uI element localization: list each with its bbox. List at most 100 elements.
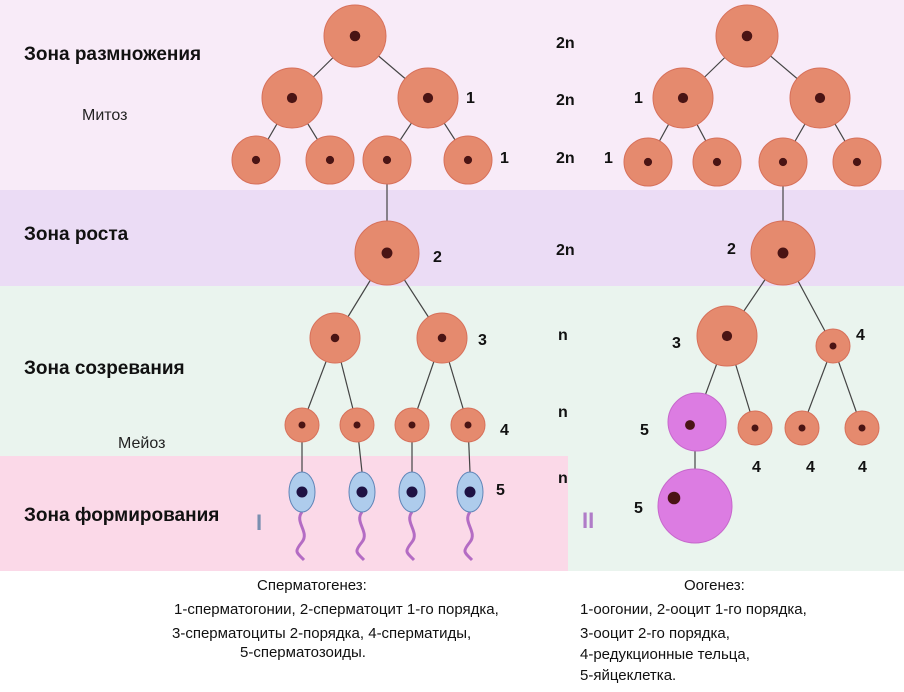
zone-label-maturation: Зона созревания (24, 358, 185, 379)
label-right-4b: 4 (752, 459, 761, 476)
caption-oogenesis-line1: 1-оогонии, 2-ооцит 1-го порядка, (580, 601, 807, 618)
nucleus (437, 333, 447, 343)
nucleus (798, 424, 806, 432)
roman-label-spermatogenesis: I (256, 510, 263, 535)
polar-body (844, 410, 880, 446)
nucleus (712, 157, 722, 167)
spermatogonium (305, 135, 355, 185)
nucleus (286, 92, 298, 104)
caption-oogenesis-title: Оогенез: (684, 577, 745, 594)
nucleus (778, 157, 788, 167)
secondary-oocyte (696, 305, 758, 367)
nucleus (464, 421, 472, 429)
spermatid (450, 407, 486, 443)
nucleus (741, 30, 753, 42)
nucleus (858, 424, 866, 432)
ploidy-row1: 2n (556, 35, 575, 52)
sperm-tail (295, 511, 306, 562)
secondary-spermatocyte (309, 312, 361, 364)
nucleus (643, 157, 653, 167)
spermatozoon (348, 471, 376, 562)
ploidy-row5: n (558, 327, 568, 344)
zone-label-formation: Зона формирования (24, 505, 220, 526)
nucleus (382, 155, 392, 165)
label-right-4d: 4 (858, 459, 867, 476)
spermatogonium-root (323, 4, 387, 68)
polar-body (784, 410, 820, 446)
label-right-4a: 4 (856, 327, 865, 344)
caption-oogenesis-line3: 4-редукционные тельца, (580, 646, 750, 663)
cells-layer (231, 4, 882, 562)
ploidy-row2: 2n (556, 92, 575, 109)
polar-body (737, 410, 773, 446)
nucleus (296, 486, 308, 498)
nucleus (298, 421, 306, 429)
nucleus (777, 247, 789, 259)
sperm-tail (355, 511, 366, 562)
nucleus (667, 491, 681, 505)
label-left-3: 3 (478, 332, 487, 349)
oogonium (692, 137, 742, 187)
spermatozoon (398, 471, 426, 562)
label-right-5a: 5 (640, 422, 649, 439)
polar-body (815, 328, 851, 364)
sperm-tail (405, 511, 416, 562)
label-right-5b: 5 (634, 500, 643, 517)
nucleus (464, 486, 476, 498)
ploidy-row7: n (558, 470, 568, 487)
label-right-1a: 1 (634, 90, 643, 107)
egg-cell (657, 468, 733, 544)
nucleus (677, 92, 689, 104)
nucleus (721, 330, 733, 342)
nucleus (406, 486, 418, 498)
caption-oogenesis-line4: 5-яйцеклетка. (580, 667, 677, 684)
nucleus (852, 157, 862, 167)
zone-label-reproduction: Зона размножения (24, 44, 202, 65)
label-left-2: 2 (433, 249, 442, 266)
secondary-spermatocyte (416, 312, 468, 364)
nucleus (349, 30, 361, 42)
spermatogonium (231, 135, 281, 185)
spermatozoon (456, 471, 484, 562)
nucleus (408, 421, 416, 429)
spermatogonium (397, 67, 459, 129)
nucleus (751, 424, 759, 432)
spermatogonium (261, 67, 323, 129)
sperm-tail (463, 511, 474, 562)
nucleus (829, 342, 837, 350)
ploidy-row3: 2n (556, 150, 575, 167)
nucleus (353, 421, 361, 429)
label-right-1b: 1 (604, 150, 613, 167)
nucleus (422, 92, 434, 104)
ploidy-row6: n (558, 404, 568, 421)
roman-label-oogenesis: II (582, 508, 595, 533)
caption-oogenesis-line2: 3-ооцит 2-го порядка, (580, 625, 730, 642)
label-left-1b: 1 (500, 150, 509, 167)
nucleus (381, 247, 393, 259)
label-left-5: 5 (496, 482, 505, 499)
spermatozoon (288, 471, 316, 562)
nucleus (251, 155, 261, 165)
meiosis-label: Мейоз (118, 435, 166, 452)
mitosis-label: Митоз (82, 107, 128, 124)
label-left-1a: 1 (466, 90, 475, 107)
nucleus (330, 333, 340, 343)
nucleus (356, 486, 368, 498)
spermatid (284, 407, 320, 443)
primary-oocyte (750, 220, 816, 286)
caption-spermatogenesis-line1: 1-сперматогонии, 2-сперматоцит 1-го поря… (174, 601, 499, 618)
oogonium (652, 67, 714, 129)
nucleus (325, 155, 335, 165)
caption-spermatogenesis-line2: 3-сперматоциты 2-порядка, 4-сперматиды, (172, 625, 472, 642)
nucleus (814, 92, 826, 104)
primary-spermatocyte (354, 220, 420, 286)
label-right-4c: 4 (806, 459, 815, 476)
zone-label-growth: Зона роста (24, 224, 129, 245)
spermatid (394, 407, 430, 443)
caption-spermatogenesis-line3: 5-сперматозоиды. (240, 644, 366, 661)
oogonium (832, 137, 882, 187)
oogonium (623, 137, 673, 187)
nucleus (463, 155, 473, 165)
ploidy-row4: 2n (556, 242, 575, 259)
